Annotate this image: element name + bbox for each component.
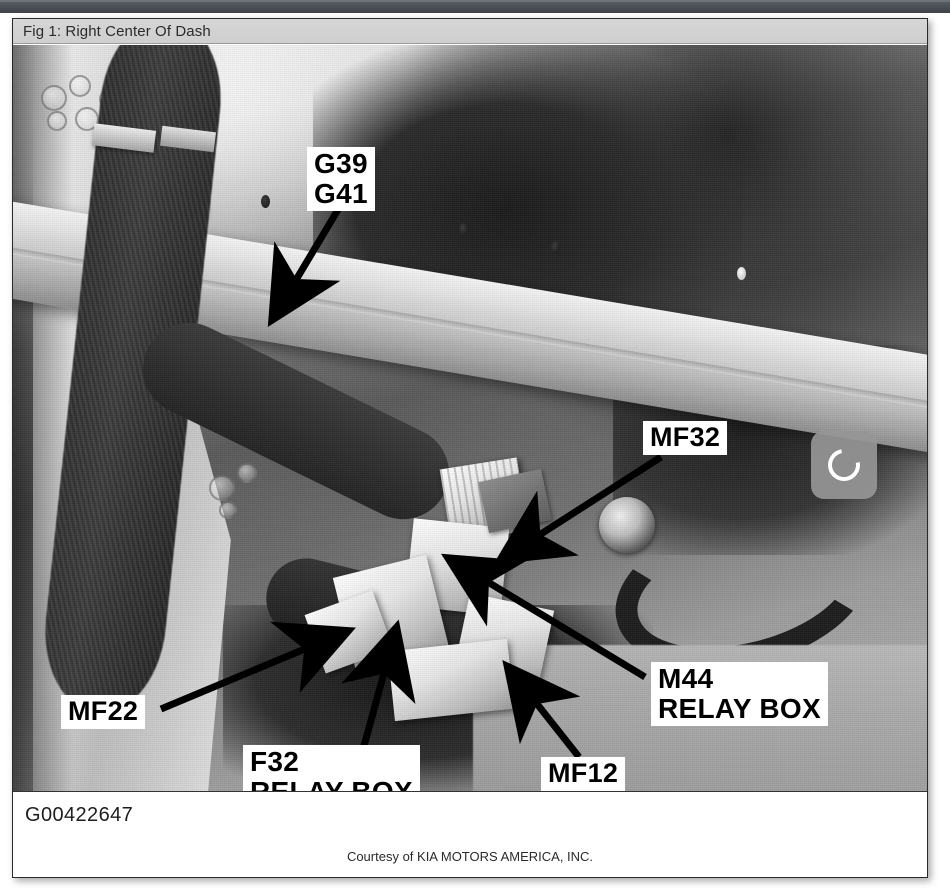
beam-hole	[551, 241, 560, 254]
bolt-hole	[237, 463, 257, 483]
grommet	[599, 497, 655, 553]
callout-g39-g41: G39 G41	[307, 147, 375, 212]
bolt-hole	[41, 85, 67, 111]
figure-header: Fig 1: Right Center Of Dash	[13, 19, 927, 44]
courtesy-text: Courtesy of KIA MOTORS AMERICA, INC.	[346, 849, 594, 864]
callout-mf12: MF12	[541, 757, 626, 791]
arrow-mf32	[493, 454, 663, 565]
arrow-f32	[341, 619, 416, 758]
photo-canvas: G39 G41 MF32 M44 RELAY BOX MF22 F32 RELA…	[13, 45, 927, 791]
loading-spinner-badge[interactable]	[811, 431, 877, 499]
bolt-hole	[209, 475, 235, 501]
callout-f32-relay-box: F32 RELAY BOX	[243, 745, 420, 791]
bolt-hole	[69, 75, 91, 97]
beam-stud	[737, 267, 746, 280]
arrow-g39-g41	[267, 196, 349, 328]
figure-photo[interactable]: G39 G41 MF32 M44 RELAY BOX MF22 F32 RELA…	[13, 45, 927, 791]
image-id: G00422647	[25, 804, 134, 826]
arrow-m44	[441, 553, 647, 680]
arrow-mf12	[502, 660, 582, 760]
loading-spinner-icon	[821, 442, 867, 488]
callout-mf32: MF32	[643, 421, 728, 455]
beam-hole	[261, 195, 270, 208]
callout-m44-relay-box: M44 RELAY BOX	[651, 662, 828, 727]
beam-hole	[459, 223, 468, 236]
callout-mf22: MF22	[61, 695, 146, 729]
figure-footer: G00422647 Courtesy of KIA MOTORS AMERICA…	[13, 791, 927, 877]
figure-panel: Fig 1: Right Center Of Dash	[12, 18, 928, 878]
bolt-hole	[47, 111, 67, 131]
callout-arrows	[159, 196, 663, 760]
window-top-bar	[0, 0, 950, 13]
arrow-mf22	[159, 621, 356, 713]
bolt-hole	[219, 501, 237, 519]
figure-title: Fig 1: Right Center Of Dash	[23, 23, 211, 40]
top-bar-highlight	[0, 0, 950, 2]
